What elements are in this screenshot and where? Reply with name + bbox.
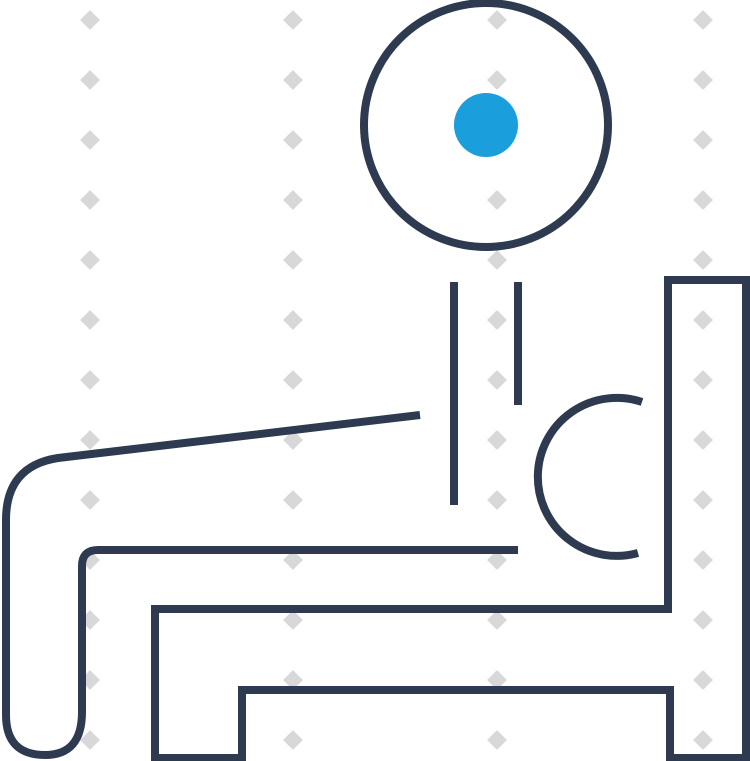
watermark-diamond-icon [283, 310, 303, 330]
watermark-diamond-icon [283, 250, 303, 270]
watermark-diamond-icon [80, 490, 100, 510]
watermark-diamond-icon [487, 430, 507, 450]
watermark-diamond-icon [283, 190, 303, 210]
watermark-diamond-icon [283, 430, 303, 450]
watermark-diamond-icon [283, 70, 303, 90]
watermark-diamond-icon [693, 310, 713, 330]
watermark-diamond-icon [693, 370, 713, 390]
weight-plate-icon [360, 0, 612, 251]
watermark-diamond-icon [693, 550, 713, 570]
watermark-diamond-icon [487, 610, 507, 630]
watermark-diamond-icon [487, 490, 507, 510]
watermark-diamond-icon [693, 490, 713, 510]
watermark-diamond-icon [80, 70, 100, 90]
watermark-diamond-icon [283, 490, 303, 510]
head-icon [533, 393, 644, 560]
watermark-diamond-icon [283, 130, 303, 150]
watermark-diamond-icon [80, 310, 100, 330]
watermark-diamond-icon [283, 730, 303, 750]
watermark-diamond-icon [283, 610, 303, 630]
watermark-diamond-icon [487, 730, 507, 750]
watermark-diamond-icon [487, 310, 507, 330]
watermark-diamond-icon [80, 130, 100, 150]
watermark-diamond-icon [487, 550, 507, 570]
leg-body-icon [2, 411, 518, 760]
watermark-diamond-icon [487, 370, 507, 390]
watermark-diamond-icon [80, 430, 100, 450]
watermark-diamond-icon [487, 190, 507, 210]
watermark-diamond-icon [283, 10, 303, 30]
watermark-diamond-icon [693, 730, 713, 750]
watermark-diamond-icon [80, 190, 100, 210]
watermark-diamond-icon [487, 10, 507, 30]
watermark-diamond-icon [283, 370, 303, 390]
watermark-diamond-icon [283, 550, 303, 570]
watermark-diamond-icon [80, 250, 100, 270]
weight-plate-center-icon [454, 93, 518, 157]
watermark-diamond-icon [693, 610, 713, 630]
watermark-diamond-icon [487, 250, 507, 270]
watermark-diamond-icon [487, 670, 507, 690]
watermark-diamond-icon [693, 430, 713, 450]
watermark-diamond-icon [80, 370, 100, 390]
watermark-diamond-icon [487, 70, 507, 90]
bench-icon [151, 276, 750, 761]
watermark-diamond-icon [693, 670, 713, 690]
watermark-diamond-icon [283, 670, 303, 690]
watermark-diamond-icon [80, 10, 100, 30]
